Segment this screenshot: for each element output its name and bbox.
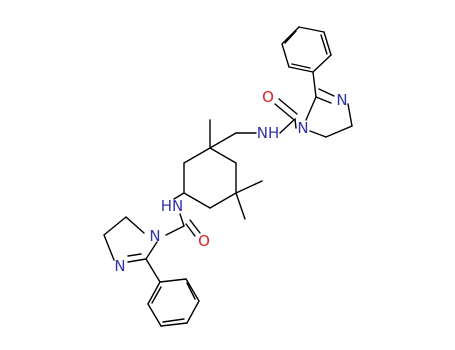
n-bottom-imine-label: N	[114, 257, 125, 275]
o-top-label: O	[262, 88, 274, 106]
bottom-phenyl-ring	[145, 258, 200, 327]
nh-top-label: NH	[257, 124, 280, 142]
bottom-imidazoline-ring	[103, 216, 158, 263]
cyclohexane-ring	[183, 147, 237, 209]
o-bottom-label: O	[198, 232, 210, 250]
methylene-linker	[209, 132, 257, 149]
top-amide-bonds	[274, 98, 298, 134]
bottom-amide-bonds	[165, 192, 201, 237]
nh-bottom-label: HN	[161, 197, 184, 215]
top-phenyl-ring	[281, 26, 332, 98]
top-imidazoline-ring	[305, 88, 353, 138]
n-top-imine-label: N	[336, 91, 347, 109]
n-bottom-amide-label: N	[149, 227, 160, 245]
methyl-groups	[209, 119, 263, 220]
n-top-amide-label: N	[297, 119, 308, 137]
